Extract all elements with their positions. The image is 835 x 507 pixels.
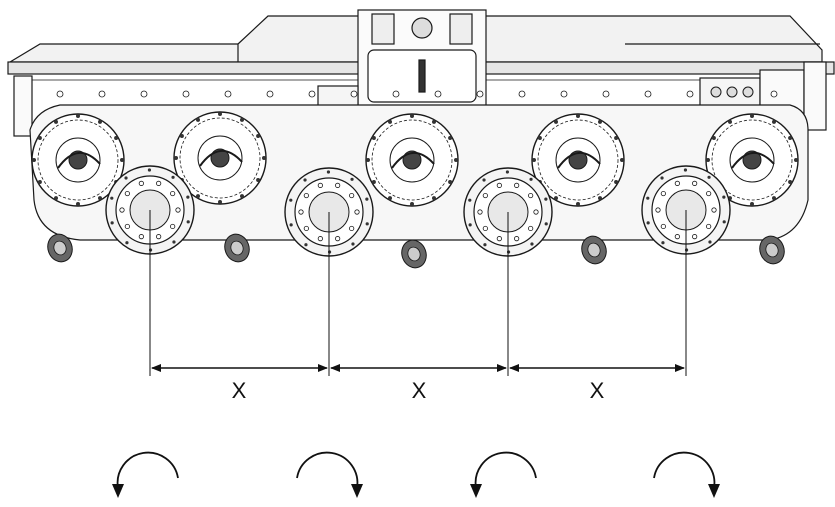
cutter-drum xyxy=(173,111,267,205)
cutter-drum xyxy=(531,113,625,207)
frame-bolt xyxy=(182,90,190,98)
frame-bolt xyxy=(770,90,778,98)
frame-bolt xyxy=(476,90,484,98)
right-end-plate xyxy=(803,61,827,131)
frame-bolt xyxy=(686,90,694,98)
valve-port xyxy=(742,86,754,98)
valve-port xyxy=(726,86,738,98)
back-rotor-row xyxy=(31,111,799,207)
spacing-label-3: X xyxy=(589,378,605,403)
support-foot xyxy=(401,239,427,269)
frame-bolt xyxy=(308,90,316,98)
support-feet xyxy=(47,233,785,269)
rotation-arrows xyxy=(112,451,720,498)
clockwise-rotation-icon xyxy=(296,451,363,498)
gearbox-hub xyxy=(411,17,433,39)
frame-bolt xyxy=(224,90,232,98)
support-foot xyxy=(581,235,607,265)
frame-bolt xyxy=(140,90,148,98)
frame-bolt xyxy=(518,90,526,98)
frame-bolt xyxy=(98,90,106,98)
gearbox-slot xyxy=(418,59,426,93)
frame-bolt xyxy=(56,90,64,98)
cutter-drum xyxy=(705,113,799,207)
frame-bolt xyxy=(266,90,274,98)
frame-bolt xyxy=(350,90,358,98)
spacing-dimensions xyxy=(149,210,687,376)
clockwise-rotation-icon xyxy=(653,451,720,498)
frame-bolt xyxy=(602,90,610,98)
support-foot xyxy=(759,235,785,265)
frame-bolt xyxy=(434,90,442,98)
spacing-label-2: X xyxy=(411,378,427,403)
frame-bolt xyxy=(560,90,568,98)
counterclockwise-rotation-icon xyxy=(470,451,537,498)
cutter-drum xyxy=(31,113,125,207)
gearbox-block-right xyxy=(449,13,473,45)
frame-bolt xyxy=(392,90,400,98)
spacing-label-1: X xyxy=(231,378,247,403)
counterclockwise-rotation-icon xyxy=(112,451,179,498)
gearbox-block-left xyxy=(371,13,395,45)
cutter-drum xyxy=(365,113,459,207)
frame-top-deck xyxy=(237,15,823,63)
support-foot xyxy=(47,233,73,263)
frame-bolt xyxy=(644,90,652,98)
frame-left-deck xyxy=(7,43,251,63)
machine-frame xyxy=(7,9,835,181)
support-foot xyxy=(224,233,250,263)
left-end-plate xyxy=(13,75,33,137)
valve-port xyxy=(710,86,722,98)
